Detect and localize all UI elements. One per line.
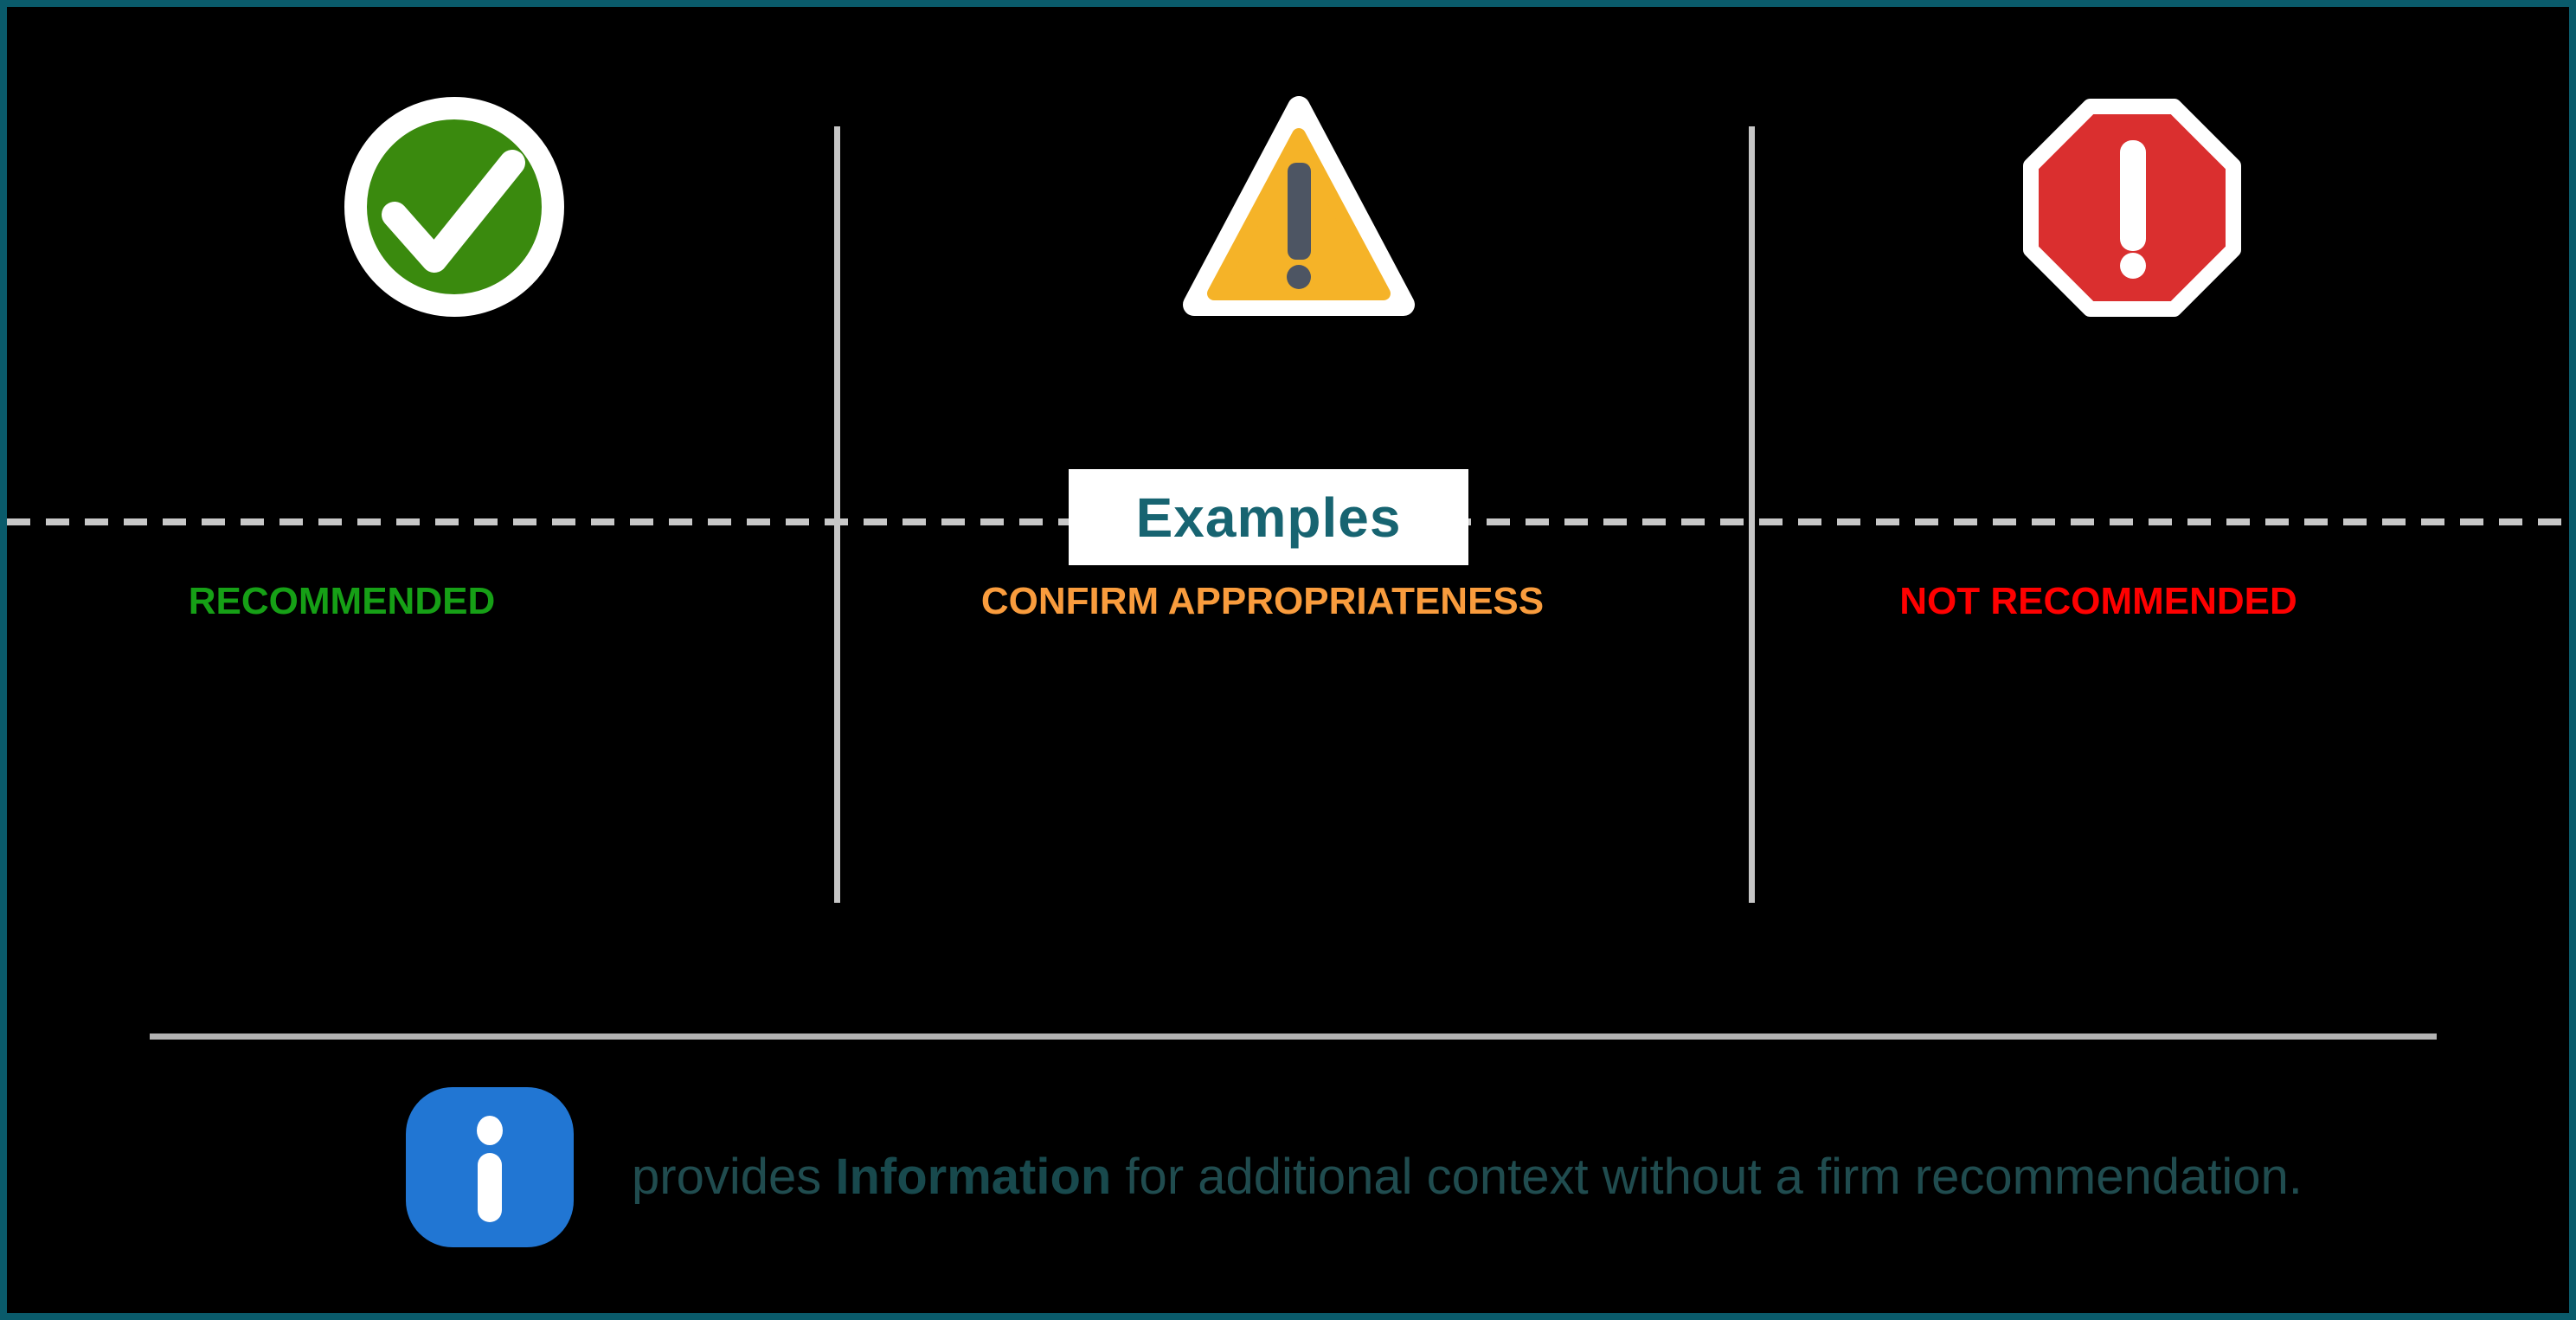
stop-octagon-icon (2019, 94, 2245, 321)
footer-text-information: Information (835, 1149, 1112, 1205)
footer-divider (150, 1033, 2437, 1040)
examples-badge: Examples (1069, 469, 1468, 565)
footer-text: provides Information for additional cont… (632, 1148, 2303, 1207)
footer-text-prefix: provides (632, 1149, 836, 1205)
check-circle-icon (341, 93, 568, 320)
not-recommended-label: NOT RECOMMENDED (1899, 580, 2297, 622)
recommended-label: RECOMMENDED (188, 580, 496, 622)
examples-label: Examples (1135, 486, 1402, 549)
column-divider-left (834, 126, 840, 903)
info-icon (406, 1087, 574, 1247)
confirm-appropriateness-label: CONFIRM APPROPRIATENESS (980, 580, 1545, 622)
footer-text-suffix: for additional context without a firm re… (1111, 1149, 2303, 1205)
column-divider-right (1749, 126, 1755, 903)
warning-triangle-icon (1182, 88, 1416, 326)
